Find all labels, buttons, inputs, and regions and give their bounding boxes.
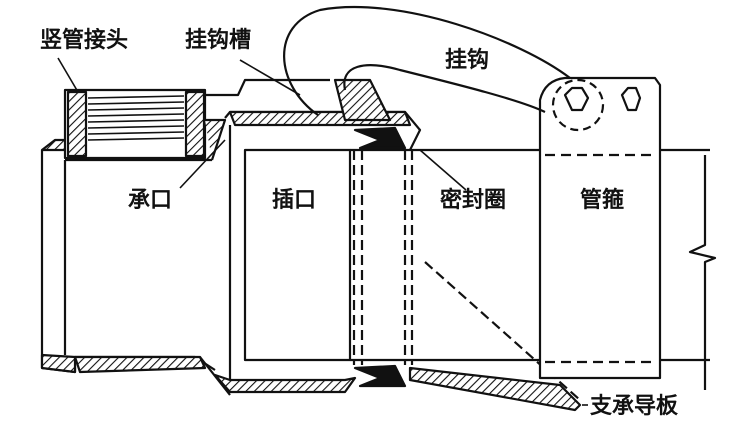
pipe-clamp <box>538 76 662 380</box>
bolt-icon <box>563 86 590 112</box>
hook <box>283 5 571 116</box>
label-hook: 挂钩 <box>445 48 490 73</box>
label-hook-groove: 挂钩槽 <box>185 28 252 53</box>
label-support-guide-plate: 支承导板 <box>590 394 679 419</box>
socket <box>199 78 422 396</box>
label-pipe-clamp: 管箍 <box>580 188 625 213</box>
leader-lines <box>57 57 588 406</box>
bolt-icon <box>620 86 642 112</box>
label-spigot: 插口 <box>272 188 317 213</box>
label-riser-joint: 竖管接头 <box>40 28 129 53</box>
label-seal-ring: 密封圈 <box>440 188 507 213</box>
seal-ring <box>352 126 414 388</box>
riser-joint-body <box>40 78 330 374</box>
label-socket: 承口 <box>128 188 173 213</box>
